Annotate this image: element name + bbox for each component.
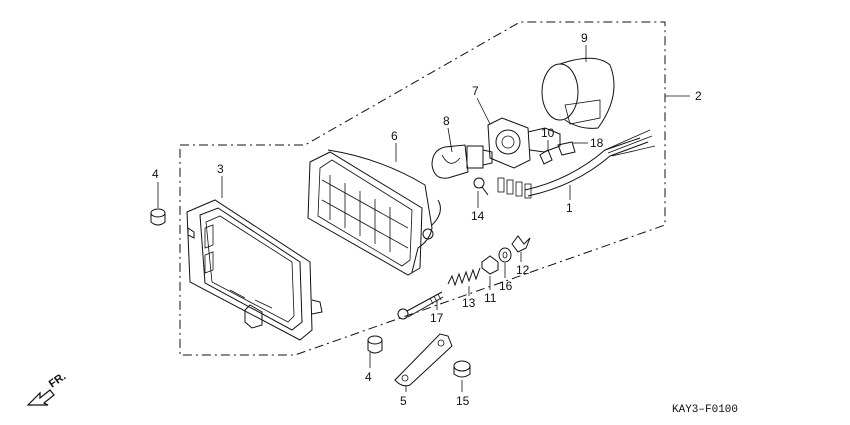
wing-nut-12 bbox=[511, 235, 531, 253]
callout-18: 18 bbox=[590, 136, 604, 150]
callout-10: 10 bbox=[541, 126, 555, 140]
socket-cover bbox=[541, 57, 615, 129]
headlight-unit bbox=[307, 149, 441, 276]
leader-lines bbox=[157, 45, 588, 392]
callout-7: 7 bbox=[472, 84, 479, 98]
grommet-upper bbox=[150, 208, 166, 226]
callout-5: 5 bbox=[400, 394, 407, 408]
headlight-bulb bbox=[431, 144, 493, 179]
adjuster-nut-11 bbox=[481, 255, 499, 275]
callout-6: 6 bbox=[391, 129, 398, 143]
callout-16: 16 bbox=[499, 279, 513, 293]
callout-2: 2 bbox=[695, 89, 702, 103]
callout-14: 14 bbox=[471, 209, 485, 223]
position-bulb bbox=[539, 141, 576, 165]
screw-14 bbox=[473, 177, 489, 196]
grommet-lower bbox=[367, 335, 383, 354]
nut-15 bbox=[453, 360, 471, 378]
mount-bracket bbox=[394, 333, 453, 387]
callout-17: 17 bbox=[430, 311, 444, 325]
front-direction-label: FR. bbox=[47, 370, 68, 390]
washer-16 bbox=[498, 247, 512, 263]
callout-4-lower: 4 bbox=[365, 370, 372, 384]
callout-8: 9 bbox=[581, 31, 588, 45]
callout-15: 15 bbox=[456, 394, 470, 408]
bulb-socket bbox=[487, 117, 561, 169]
wire-harness bbox=[497, 129, 656, 199]
front-direction-arrow-icon bbox=[26, 389, 55, 406]
callout-1: 1 bbox=[566, 201, 573, 215]
assembly-boundary bbox=[179, 21, 666, 356]
headlight-rim bbox=[186, 199, 323, 341]
callout-4-upper: 4 bbox=[152, 167, 159, 181]
diagram-code: KAY3–F0100 bbox=[672, 404, 738, 416]
callout-11: 11 bbox=[484, 291, 497, 305]
callout-12: 12 bbox=[516, 263, 530, 277]
callout-3: 3 bbox=[217, 162, 224, 176]
callout-13: 13 bbox=[462, 296, 476, 310]
spring bbox=[447, 267, 481, 287]
callout-9: 8 bbox=[443, 114, 450, 128]
